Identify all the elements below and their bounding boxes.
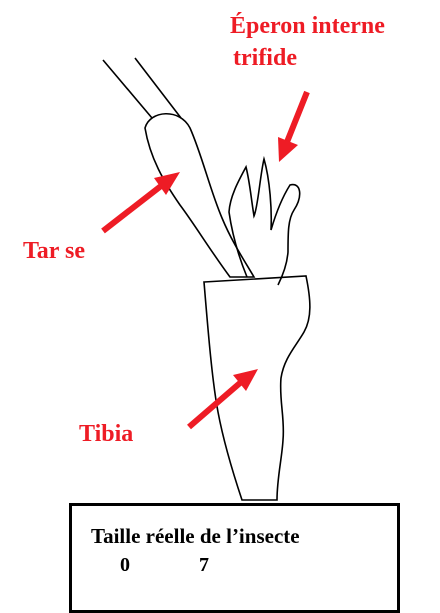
eperon-label-line2: trifide bbox=[230, 42, 385, 74]
legend-box bbox=[69, 503, 400, 613]
eperon-trifide-outline bbox=[229, 159, 300, 285]
eperon-label: Éperon interne trifide bbox=[230, 10, 385, 74]
scale-end-label: 7 bbox=[199, 554, 209, 577]
tarse-label: Tar se bbox=[23, 236, 85, 266]
arrow-tibia bbox=[189, 369, 258, 427]
eperon-label-line1: Éperon interne bbox=[230, 10, 385, 42]
arrow-tarse bbox=[103, 172, 180, 231]
scale-start-label: 0 bbox=[120, 554, 130, 577]
arrow-eperon bbox=[278, 92, 307, 162]
tibia-label: Tibia bbox=[79, 419, 133, 449]
femur-outline bbox=[103, 58, 181, 118]
legend-title: Taille réelle de l’insecte bbox=[91, 524, 300, 549]
tibia-outline bbox=[204, 276, 310, 500]
